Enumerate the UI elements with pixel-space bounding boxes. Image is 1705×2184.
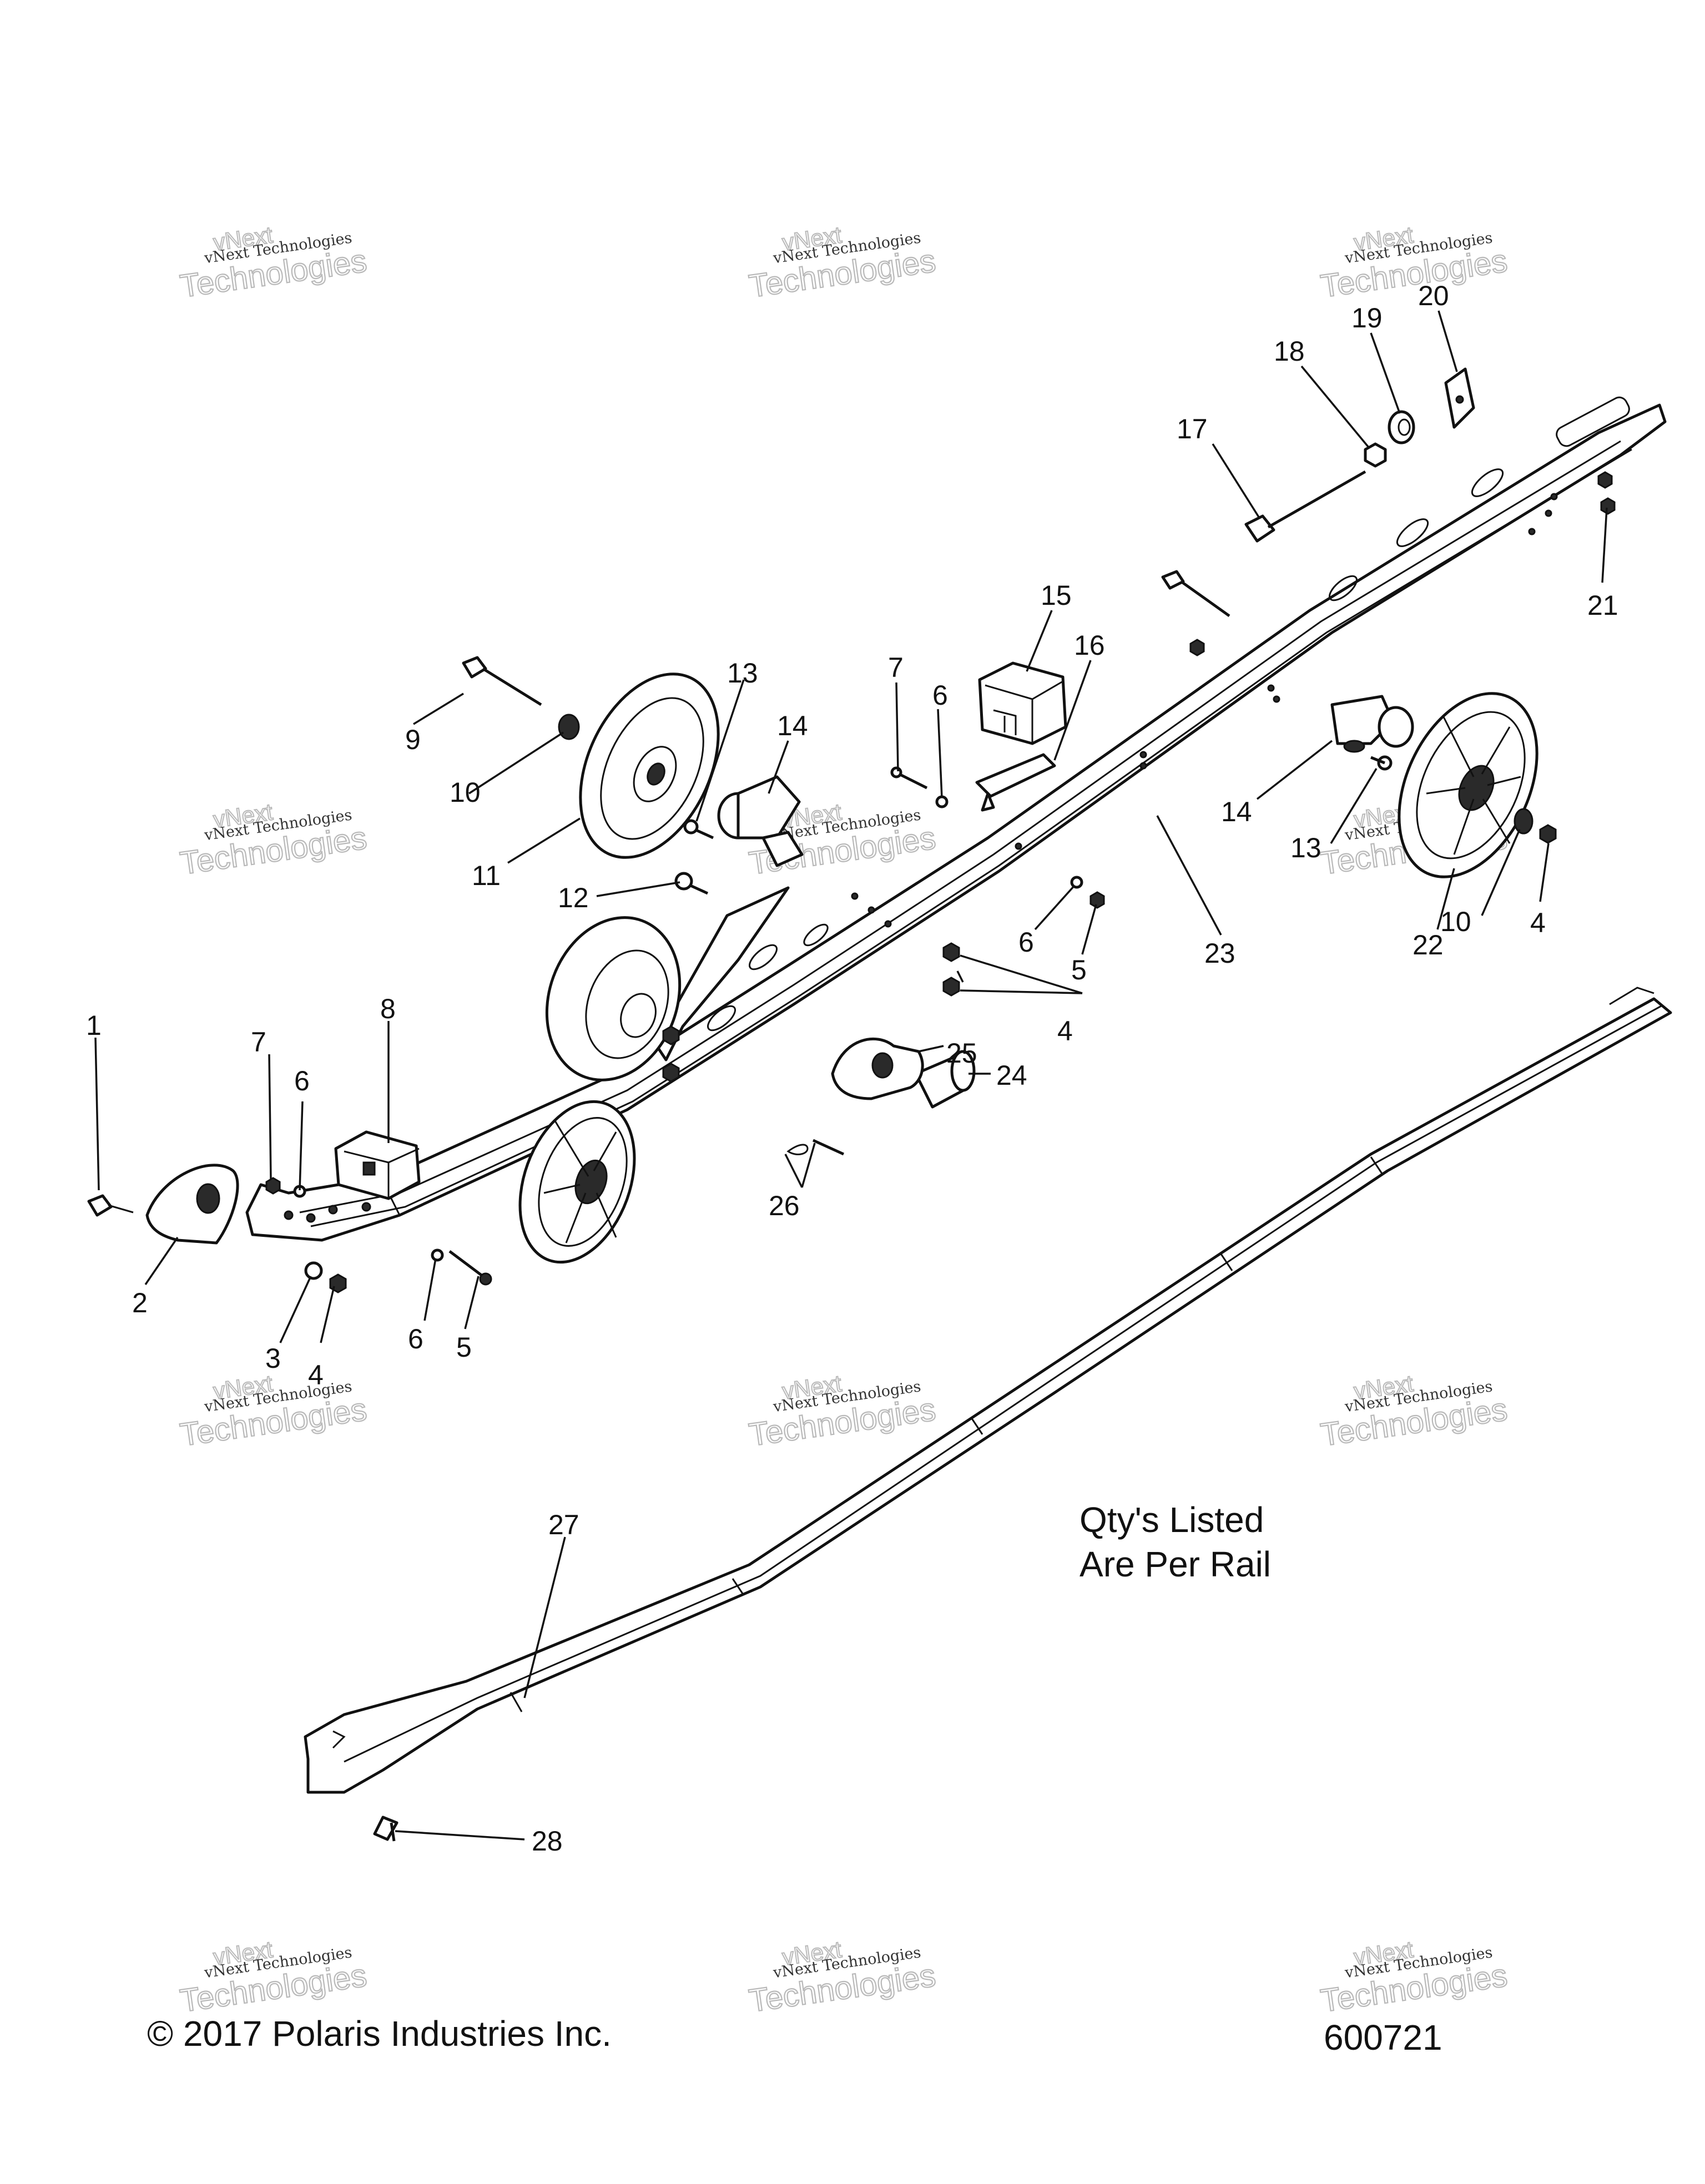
washer-10-rear bbox=[558, 714, 580, 740]
callout-5: 5 bbox=[456, 1332, 472, 1363]
bushing-24 bbox=[914, 1050, 976, 1109]
callout-14: 14 bbox=[1221, 796, 1252, 827]
nut-4-axle-b bbox=[662, 1063, 680, 1083]
callout-13: 13 bbox=[1290, 832, 1321, 863]
bolt-17 bbox=[1244, 470, 1366, 543]
bolt-1 bbox=[87, 1194, 134, 1217]
nut-7-rear bbox=[265, 1177, 281, 1195]
callout-25: 25 bbox=[946, 1038, 977, 1069]
nut-4-mid-a bbox=[942, 942, 960, 962]
bumper-2 bbox=[145, 1164, 239, 1245]
callout-5: 5 bbox=[1071, 954, 1087, 985]
callout-14: 14 bbox=[777, 710, 808, 741]
rivet-28 bbox=[373, 1816, 398, 1842]
watermark: vNext vNext Technologies Technologies bbox=[177, 1935, 370, 2020]
bracket-20 bbox=[1444, 367, 1475, 429]
watermark: vNext vNext Technologies Technologies bbox=[1318, 221, 1510, 305]
callout-22: 22 bbox=[1413, 929, 1444, 960]
watermark: vNext vNext Technologies Technologies bbox=[1318, 1369, 1510, 1454]
callout-13: 13 bbox=[727, 658, 758, 689]
washer-10-front bbox=[1514, 808, 1534, 835]
rear-idler-wheel-inner bbox=[545, 916, 682, 1081]
callout-6: 6 bbox=[1018, 927, 1034, 958]
block-15 bbox=[978, 661, 1067, 745]
callout-4: 4 bbox=[308, 1359, 324, 1391]
callout-18: 18 bbox=[1274, 336, 1305, 367]
callout-19: 19 bbox=[1351, 302, 1383, 333]
bolt-13-rear bbox=[683, 819, 714, 840]
cam-25 bbox=[831, 1037, 924, 1100]
rivet-21-b bbox=[1600, 497, 1616, 515]
callout-3: 3 bbox=[265, 1343, 281, 1374]
callout-20: 20 bbox=[1418, 280, 1449, 311]
callout-28: 28 bbox=[532, 1826, 563, 1857]
copyright-notice: © 2017 Polaris Industries Inc. bbox=[147, 2014, 612, 2054]
callout-4: 4 bbox=[1057, 1015, 1073, 1046]
washer-6-d bbox=[1070, 876, 1083, 889]
nut-5-mid bbox=[1089, 891, 1105, 909]
watermark: vNext vNext Technologies Technologies bbox=[746, 221, 939, 305]
bolt-9 bbox=[462, 656, 542, 706]
washer-6-b bbox=[431, 1248, 444, 1262]
callout-10: 10 bbox=[450, 777, 481, 808]
watermark: vNext vNext Technologies Technologies bbox=[746, 1935, 939, 2020]
callout-6: 6 bbox=[294, 1065, 310, 1096]
idler-wheel-11 bbox=[579, 673, 720, 859]
watermark: vNext vNext Technologies Technologies bbox=[1318, 1935, 1510, 2020]
nut-18 bbox=[1364, 442, 1387, 468]
watermark: vNext vNext Technologies Technologies bbox=[177, 798, 370, 882]
callout-4: 4 bbox=[1530, 907, 1546, 938]
mount-14-rear bbox=[717, 775, 804, 867]
callout-7: 7 bbox=[888, 652, 904, 683]
diagram-number: 600721 bbox=[1324, 2018, 1442, 2057]
nut-4-front bbox=[1539, 824, 1557, 844]
callout-8: 8 bbox=[380, 993, 396, 1024]
bolt-crossshaft bbox=[1161, 570, 1230, 656]
callout-12: 12 bbox=[558, 882, 589, 913]
clip-16 bbox=[975, 753, 1056, 812]
washer-3 bbox=[304, 1261, 323, 1280]
callout-2: 2 bbox=[132, 1287, 148, 1318]
callout-21: 21 bbox=[1587, 590, 1618, 621]
nut-4-axle-a bbox=[662, 1025, 680, 1045]
callout-6: 6 bbox=[408, 1323, 423, 1354]
callout-23: 23 bbox=[1204, 938, 1235, 969]
nut-4-mid-b bbox=[942, 977, 960, 997]
callout-11: 11 bbox=[472, 860, 501, 891]
quantity-note-line1: Qty's Listed bbox=[1080, 1500, 1264, 1540]
callout-10: 10 bbox=[1440, 906, 1471, 937]
pin-26 bbox=[786, 1139, 845, 1156]
watermark: vNext vNext Technologies Technologies bbox=[177, 221, 370, 305]
watermark: vNext vNext Technologies Technologies bbox=[746, 1369, 939, 1454]
rear-spoked-wheel bbox=[518, 1100, 636, 1264]
callout-1: 1 bbox=[86, 1010, 102, 1041]
callout-16: 16 bbox=[1074, 630, 1105, 661]
callout-26: 26 bbox=[769, 1190, 800, 1221]
callout-7: 7 bbox=[251, 1027, 266, 1058]
pin-12 bbox=[674, 872, 709, 895]
quantity-note-line2: Are Per Rail bbox=[1080, 1544, 1271, 1584]
callout-9: 9 bbox=[405, 724, 421, 755]
wear-strip bbox=[304, 987, 1672, 1794]
callout-27: 27 bbox=[548, 1509, 579, 1540]
bolt-13-front bbox=[1370, 755, 1393, 771]
block-8 bbox=[334, 1130, 421, 1200]
bolt-5-rear bbox=[448, 1250, 492, 1286]
rivet-21-a bbox=[1597, 471, 1613, 489]
washer-6-c bbox=[935, 795, 949, 808]
leader-lines bbox=[94, 310, 1608, 1841]
callout-labels: 1 2 3 4 4 4 5 5 6 6 6 6 7 7 8 9 10 10 11… bbox=[86, 280, 1618, 1857]
mount-14-front bbox=[1330, 695, 1414, 753]
spacer-19 bbox=[1388, 410, 1415, 444]
callout-6: 6 bbox=[932, 680, 948, 711]
callout-15: 15 bbox=[1041, 580, 1072, 611]
callout-17: 17 bbox=[1177, 413, 1208, 444]
callout-24: 24 bbox=[996, 1060, 1027, 1091]
